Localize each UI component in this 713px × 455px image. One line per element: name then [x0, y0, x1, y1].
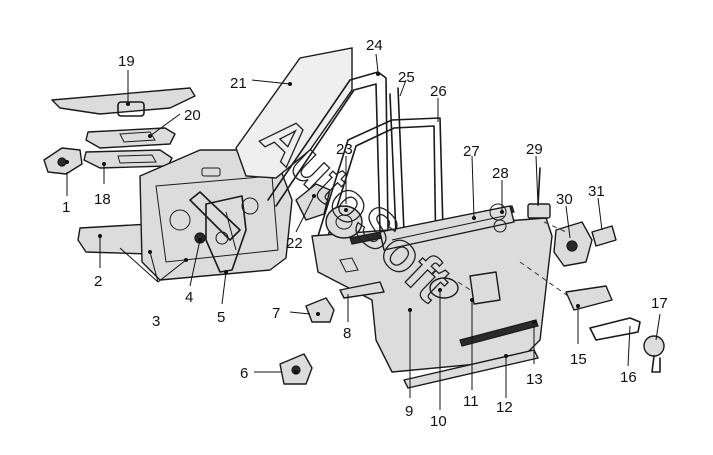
callout-25: 25: [398, 69, 415, 86]
callout-9: 9: [405, 403, 413, 420]
callout-15: 15: [570, 351, 587, 368]
callout-13: 13: [526, 371, 543, 388]
part-19-armrest: [51, 87, 196, 117]
part-15-outer-handle: [565, 285, 613, 311]
part-22-bracket: [295, 183, 331, 221]
callout-19: 19: [118, 53, 135, 70]
part-4-regulator: [189, 191, 241, 244]
callout-24: 24: [366, 37, 383, 54]
part-1-handle: [43, 147, 83, 175]
callout-27: 27: [463, 143, 480, 160]
part-12-side-molding: [403, 349, 539, 389]
callout-2: 2: [94, 273, 102, 290]
callout-26: 26: [430, 83, 447, 100]
callout-8: 8: [343, 325, 351, 342]
callout-7: 7: [272, 305, 280, 322]
part-29-lock-rod: [527, 167, 551, 219]
callout-3: 3: [152, 313, 160, 330]
part-31-striker: [591, 225, 617, 247]
callout-16: 16: [620, 369, 637, 386]
callout-10: 10: [430, 413, 447, 430]
callout-30: 30: [556, 191, 573, 208]
part-21-window-glass: [235, 47, 353, 179]
part-16-grab-handle: [589, 317, 641, 341]
part-17-lock-cylinder: [643, 335, 665, 373]
callout-5: 5: [217, 309, 225, 326]
part-25-window-frame: [389, 87, 405, 235]
callout-labels: 1 2 3 4 5 6 7 8 9 10 11 12 13 15 16 17 1…: [62, 37, 668, 430]
part-8-trim-strip: [339, 281, 385, 299]
part-20-armrest-pad: [85, 127, 176, 149]
callout-12: 12: [496, 399, 513, 416]
callout-20: 20: [184, 107, 201, 124]
callout-6: 6: [240, 365, 248, 382]
part-23-speaker: [325, 205, 363, 239]
part-28-rail: [379, 203, 515, 251]
callout-4: 4: [185, 289, 193, 306]
leader-dots: [65, 72, 580, 374]
part-30-latch: [553, 221, 593, 267]
part-13-molding-strip: [459, 319, 539, 347]
callout-28: 28: [492, 165, 509, 182]
part-18-handle-bezel: [83, 149, 173, 169]
callout-31: 31: [588, 183, 605, 200]
part-7-hinge: [305, 297, 335, 323]
callout-23: 23: [336, 141, 353, 158]
part-10-outer-handle-recess: [429, 277, 459, 299]
callout-22: 22: [286, 235, 303, 252]
callout-1: 1: [62, 199, 70, 216]
callout-17: 17: [651, 295, 668, 312]
part-11-handle-mechanism: [469, 271, 501, 305]
callout-18: 18: [94, 191, 111, 208]
part-6-hinge: [279, 353, 313, 385]
callout-11: 11: [463, 393, 479, 410]
callout-21: 21: [230, 75, 247, 92]
leader-lines: [66, 53, 661, 410]
part-5-regulator-arm: [205, 195, 247, 273]
callout-29: 29: [526, 141, 543, 158]
